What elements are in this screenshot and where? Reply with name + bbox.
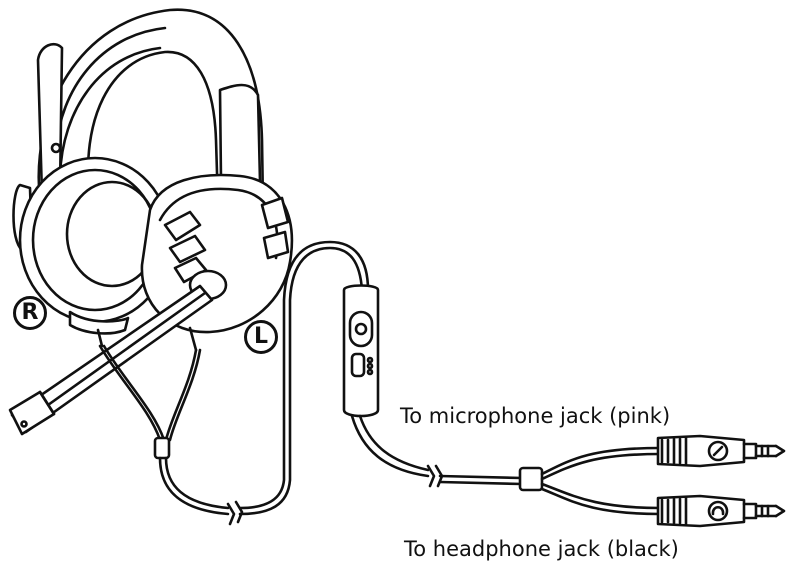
microphone-plug xyxy=(658,436,784,466)
inline-volume-control xyxy=(344,286,378,417)
left-side-marker: L xyxy=(244,320,278,354)
right-side-marker: R xyxy=(13,296,47,330)
headphone-jack-label: To headphone jack (black) xyxy=(404,537,679,561)
headphone-plug xyxy=(658,496,784,526)
main-cord xyxy=(352,416,660,514)
microphone-jack-label: To microphone jack (pink) xyxy=(400,404,670,428)
